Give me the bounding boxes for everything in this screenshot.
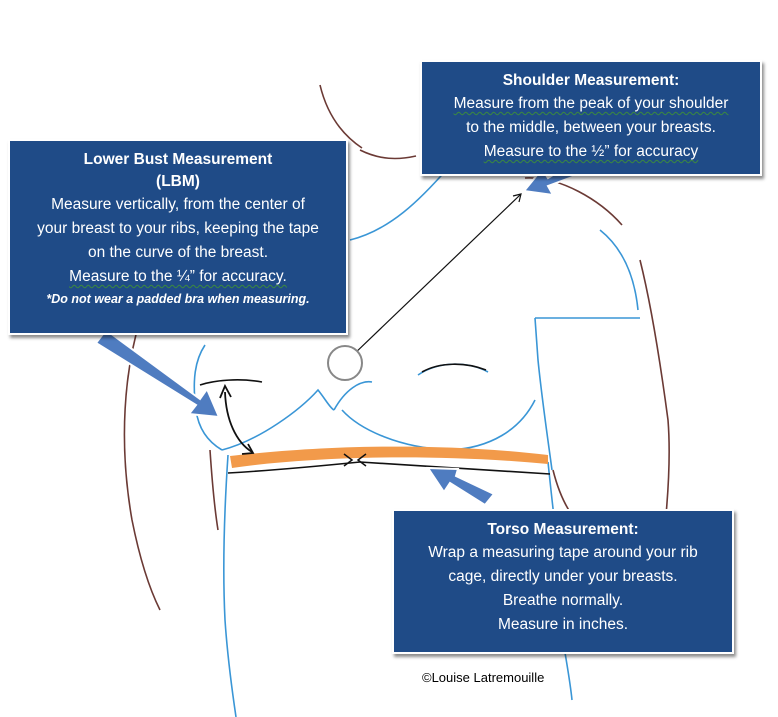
lbm-arrowhead-bottom-icon — [241, 443, 255, 455]
lbm-arrowhead-top-icon — [219, 383, 232, 399]
copyright-credit: ©Louise Latremouille — [422, 670, 545, 685]
callout-arrows — [94, 158, 585, 507]
lbm-measure-arc — [224, 391, 253, 453]
lower-bust-line-2: your breast to your ribs, keeping the ta… — [37, 220, 319, 237]
lower-bust-callout: Lower Bust Measurement (LBM) Measure ver… — [8, 139, 348, 335]
measuring-tape — [230, 446, 548, 468]
torso-line-4: Measure in inches. — [497, 616, 629, 633]
lower-bust-line-1: Measure vertically, from the center of — [51, 196, 305, 213]
torso-line-3: Breathe normally. — [502, 592, 624, 609]
torso-line-1: Wrap a measuring tape around your rib — [428, 544, 698, 561]
shoulder-line-2: to the middle, between your breasts. — [466, 119, 716, 136]
torso-callout-arrow-icon — [426, 466, 496, 507]
torso-title: Torso Measurement: — [487, 521, 639, 538]
torso-callout: Torso Measurement: Wrap a measuring tape… — [392, 509, 734, 654]
shoulder-line-1: Measure from the peak of your shoulder — [453, 95, 729, 112]
shoulder-measure-line — [351, 194, 521, 357]
lower-bust-note: *Do not wear a padded bra when measuring… — [46, 292, 310, 306]
lbm-callout-arrow-icon — [94, 328, 221, 419]
lower-bust-subtitle: (LBM) — [156, 173, 200, 190]
lower-bust-title: Lower Bust Measurement — [83, 151, 273, 168]
lower-bust-line-4: Measure to the ¼” for accuracy. — [69, 268, 287, 285]
shoulder-arrowhead-top-icon — [512, 193, 522, 203]
shoulder-callout: Shoulder Measurement: Measure from the p… — [420, 60, 762, 176]
tape-chevron-left-icon — [356, 453, 367, 467]
tape-chevron-right-icon — [343, 453, 354, 467]
shoulder-line-3: Measure to the ½” for accuracy — [483, 143, 699, 160]
center-marker-icon — [327, 345, 363, 381]
shoulder-title: Shoulder Measurement: — [502, 72, 680, 89]
torso-line-2: cage, directly under your breasts. — [448, 568, 678, 585]
lower-bust-line-3: on the curve of the breast. — [87, 244, 269, 261]
